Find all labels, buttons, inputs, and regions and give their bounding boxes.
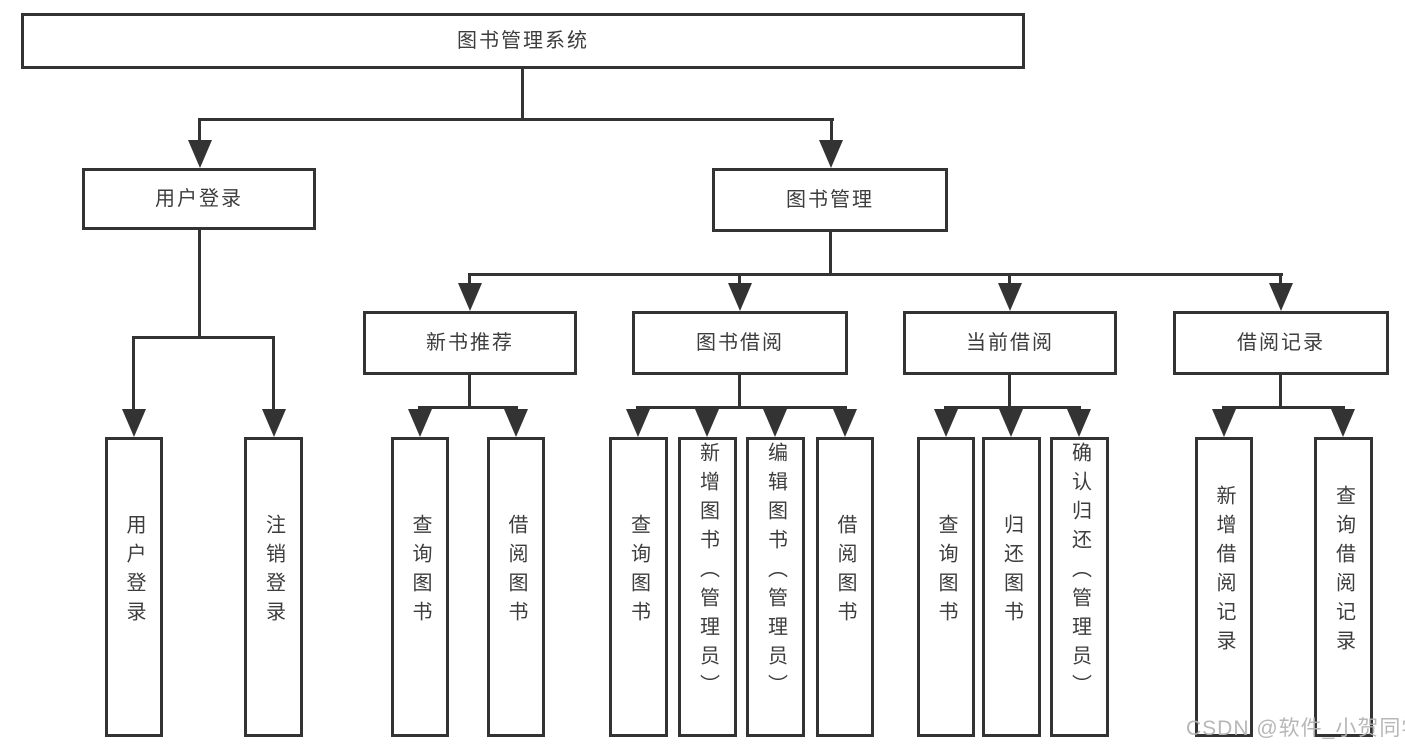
connector-logout-drop [272, 336, 275, 410]
connector-current-hline [944, 406, 1081, 409]
node-records: 借阅记录 [1173, 311, 1389, 375]
connector-new-books-stem [468, 375, 471, 409]
connector-user-login-drop [198, 118, 201, 142]
connector-user-login-stem [198, 230, 201, 339]
node-current: 当前借阅 [903, 311, 1117, 375]
arrow-br-query [1331, 409, 1355, 437]
arrow-cb-return [999, 409, 1023, 437]
connector-login-drop [132, 336, 135, 410]
arrow-current [998, 283, 1022, 311]
arrow-borrowing [728, 283, 752, 311]
arrow-new-books [458, 283, 482, 311]
arrow-records [1269, 283, 1293, 311]
connector-current-stem [1008, 375, 1011, 409]
connector-records-stem [1279, 375, 1282, 409]
leaf-cb-confirm: 确认归还（管理员） [1050, 437, 1109, 737]
csdn-watermark: CSDN @软件_小贺同学 [1186, 717, 1405, 740]
connector-level3-hline [468, 273, 1283, 276]
connector-current-drop [1008, 273, 1011, 285]
connector-new-books-drop [468, 273, 471, 285]
connector-records-drop [1279, 273, 1282, 285]
leaf-logout: 注销登录 [244, 437, 303, 737]
leaf-nb-borrow: 借阅图书 [487, 437, 545, 737]
arrow-bb-borrow [833, 409, 857, 437]
connector-root-stem [521, 69, 524, 121]
arrow-bb-edit [763, 409, 787, 437]
leaf-bb-edit: 编辑图书（管理员） [746, 437, 805, 737]
leaf-br-add: 新增借阅记录 [1195, 437, 1253, 737]
connector-level2-hline [198, 118, 834, 121]
node-root: 图书管理系统 [21, 13, 1025, 69]
leaf-nb-query: 查询图书 [391, 437, 449, 737]
connector-user-login-hline [132, 336, 275, 339]
arrow-login [122, 409, 146, 437]
leaf-bb-borrow: 借阅图书 [816, 437, 874, 737]
node-new-books: 新书推荐 [363, 311, 577, 375]
node-book-mgmt: 图书管理 [712, 168, 948, 232]
arrow-nb-borrow [504, 409, 528, 437]
node-borrowing: 图书借阅 [632, 311, 848, 375]
arrow-cb-confirm [1067, 409, 1091, 437]
arrow-br-add [1212, 409, 1236, 437]
arrow-bb-add [695, 409, 719, 437]
leaf-login: 用户登录 [105, 437, 163, 737]
connector-borrowing-stem [738, 375, 741, 409]
arrow-bb-query [626, 409, 650, 437]
connector-borrowing-hline [636, 406, 847, 409]
arrow-nb-query [408, 409, 432, 437]
arrow-book-mgmt [819, 140, 843, 168]
node-user-login: 用户登录 [82, 168, 316, 230]
leaf-cb-return: 归还图书 [982, 437, 1041, 737]
connector-records-hline [1222, 406, 1345, 409]
leaf-bb-add: 新增图书（管理员） [678, 437, 737, 737]
arrow-logout [262, 409, 286, 437]
leaf-cb-query: 查询图书 [917, 437, 975, 737]
connector-new-books-hline [418, 406, 518, 409]
connector-borrowing-drop [738, 273, 741, 285]
arrow-user-login [188, 140, 212, 168]
connector-book-mgmt-drop [830, 118, 833, 142]
arrow-cb-query [934, 409, 958, 437]
connector-book-mgmt-stem [829, 232, 832, 276]
leaf-br-query: 查询借阅记录 [1314, 437, 1373, 737]
leaf-bb-query: 查询图书 [609, 437, 668, 737]
